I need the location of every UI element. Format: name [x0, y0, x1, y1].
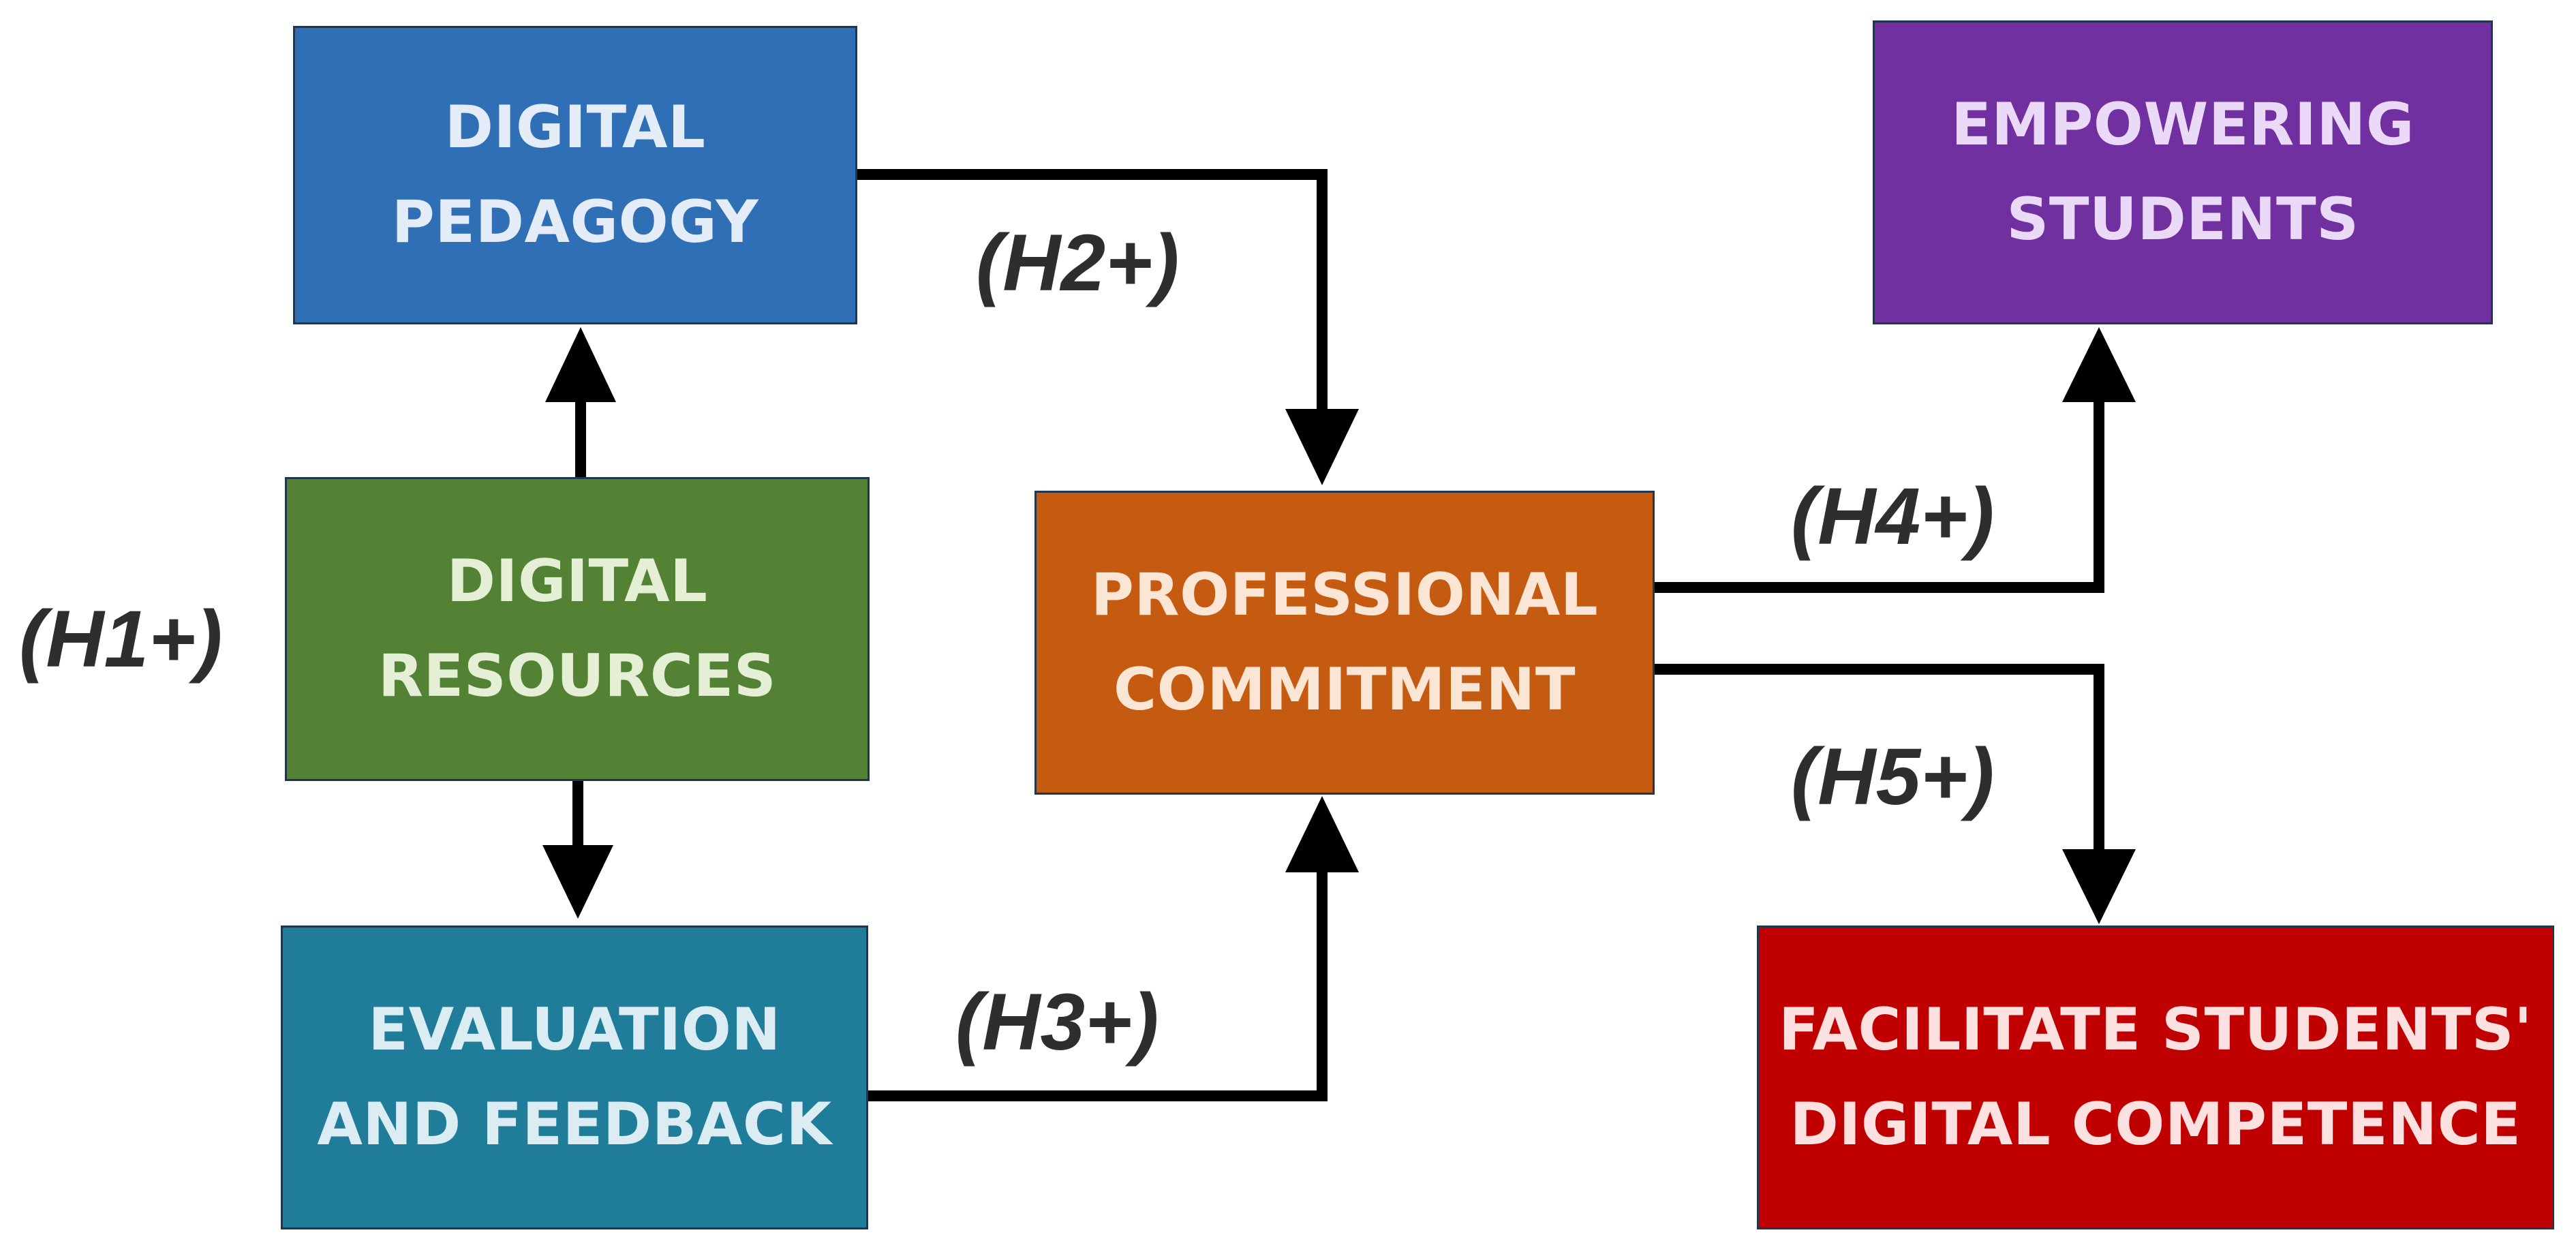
arrowhead-down-facilitate [2062, 849, 2136, 924]
arrowhead-down-evaluation [542, 845, 613, 919]
node-evaluation-and-feedback: EVALUATION AND FEEDBACK [281, 926, 868, 1229]
node-digital-resources: DIGITAL RESOURCES [285, 477, 870, 781]
node-label: PROFESSIONAL COMMITMENT [1090, 560, 1599, 724]
node-professional-commitment: PROFESSIONAL COMMITMENT [1034, 491, 1655, 795]
node-digital-pedagogy: DIGITAL PEDAGOGY [293, 26, 857, 324]
arrowhead-down-commitment [1285, 409, 1359, 485]
arrowhead-up-commitment [1285, 796, 1359, 872]
node-empowering-students: EMPOWERING STUDENTS [1873, 20, 2493, 324]
node-label: DIGITAL PEDAGOGY [391, 93, 759, 256]
node-facilitate-students-digital-competence: FACILITATE STUDENTS' DIGITAL COMPETENCE [1757, 926, 2554, 1229]
edge-pedagogy-to-commitment [857, 169, 1328, 412]
node-label: EMPOWERING STUDENTS [1951, 90, 2414, 254]
node-label: FACILITATE STUDENTS' DIGITAL COMPETENCE [1778, 995, 2533, 1159]
arrowhead-up-pedagogy [545, 327, 616, 402]
arrowhead-up-empowering [2062, 327, 2136, 402]
hypothesis-label-h3: (H3+) [955, 977, 1159, 1067]
edge-commitment-to-facilitate [1655, 664, 2104, 852]
edge-commitment-to-empowering [1655, 399, 2104, 593]
hypothesis-label-h4: (H4+) [1791, 472, 1995, 562]
hypothesis-label-h5: (H5+) [1791, 732, 1995, 822]
node-label: DIGITAL RESOURCES [378, 547, 777, 710]
hypothesis-label-h2: (H2+) [976, 218, 1180, 308]
node-label: EVALUATION AND FEEDBACK [317, 995, 832, 1159]
hypothesis-label-h1: (H1+) [19, 594, 223, 684]
edge-evaluation-to-commitment [868, 872, 1328, 1101]
